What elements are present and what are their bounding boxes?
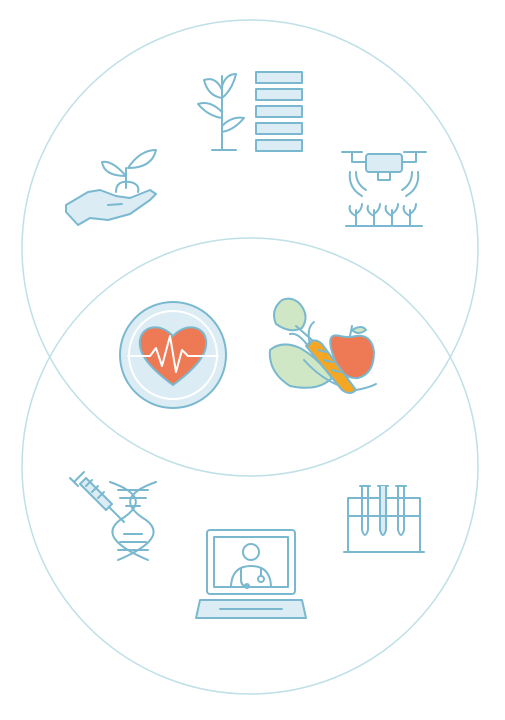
heart-rate-icon (119, 301, 227, 409)
fruits-and-vegetables-icon (268, 297, 377, 394)
telemedicine-laptop-icon (195, 529, 307, 619)
test-tubes-icon (343, 485, 425, 553)
dna-syringe-icon (69, 471, 157, 561)
top-circle (21, 19, 479, 477)
bottom-circle (21, 237, 479, 695)
hand-with-sprout-icon (65, 149, 157, 226)
plant-and-server-rack-icon (197, 71, 303, 152)
agricultural-drone-icon (341, 151, 427, 227)
